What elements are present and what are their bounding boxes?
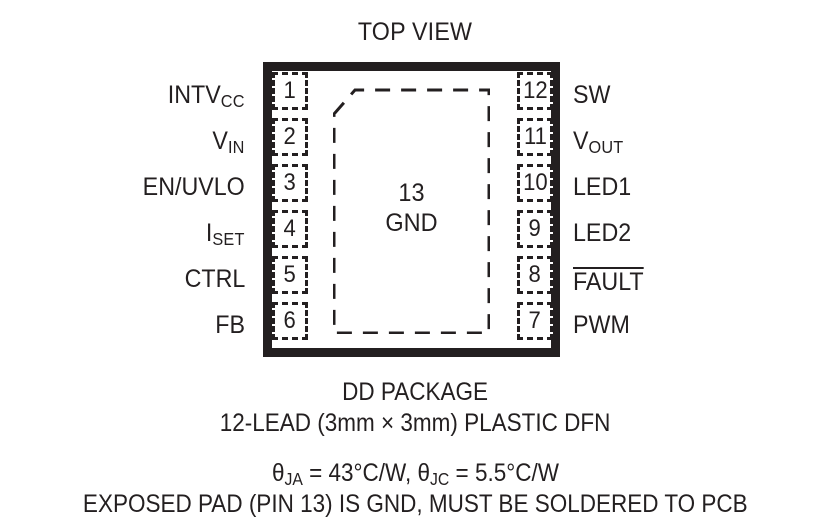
pin-number-5: 5 [283,261,297,288]
pin-label-11-text: V [573,127,589,155]
pin-label-8-text: FAULT [573,267,644,296]
pin-label-9-text: LED2 [573,219,632,247]
pin-label-8: FAULT [573,267,649,295]
pin-label-2: VIN [210,127,245,157]
exposed-pad-label: 13 GND [338,178,486,238]
pin-label-11: VOUT [573,127,627,157]
pin-number-7: 7 [528,307,542,334]
pin-label-1: INTVCC [162,81,245,111]
pin-label-7-text: PWM [573,311,630,339]
pin-label-10-text: LED1 [573,173,632,201]
pin-label-2-text: V [212,127,229,155]
pin-number-12: 12 [522,77,548,104]
theta-ja-value: = 43°C/W, [308,459,411,487]
pin-number-10: 10 [522,169,548,196]
pin-pad-6[interactable]: 6 [272,302,308,340]
pin-label-9: LED2 [573,221,636,246]
pin-label-4: ISET [203,219,245,249]
pin-label-6: FB [213,313,245,338]
pin-label-3-text: EN/UVLO [142,173,245,201]
pin-pad-11[interactable]: 11 [517,118,553,156]
theta-jc-subscript: JC [429,468,449,489]
pin-number-2: 2 [283,123,297,150]
caption-package-name: DD PACKAGE [342,378,488,406]
pin-number-8: 8 [528,261,542,288]
pin-label-5-text: CTRL [184,265,245,293]
pin-number-6: 6 [283,307,297,334]
exposed-pad-name: GND [385,209,438,237]
exposed-pad-outline [333,88,490,334]
pin-number-1: 1 [283,77,297,104]
pin-number-4: 4 [283,215,297,242]
pin-label-4-text: I [206,219,213,247]
pin-pad-4[interactable]: 4 [272,210,308,248]
caption-thermal-resistance: θJA = 43°C/W, θJC = 5.5°C/W [0,459,830,489]
page-title: TOP VIEW [357,18,473,46]
pin-label-12-text: SW [573,81,611,109]
pin-pad-8[interactable]: 8 [517,256,553,294]
pin-pad-10[interactable]: 10 [517,164,553,202]
pin-label-7: PWM [573,313,634,338]
theta-ja-subscript: JA [283,468,303,489]
pin-number-11: 11 [523,123,547,150]
pin-pad-2[interactable]: 2 [272,118,308,156]
caption-lead-spec: 12-LEAD (3mm × 3mm) PLASTIC DFN [219,409,611,437]
pin-label-1-sub: CC [221,90,245,111]
pin-label-4-sub: SET [212,228,245,249]
pin-pad-3[interactable]: 3 [272,164,308,202]
exposed-pad-pin-number: 13 [398,179,425,207]
caption-exposed-pad-note: EXPOSED PAD (PIN 13) IS GND, MUST BE SOL… [82,490,748,518]
pin-label-1-text: INTV [168,81,222,109]
pin-pad-9[interactable]: 9 [517,210,553,248]
theta-symbol-jc: θ [417,459,430,487]
pin-pad-7[interactable]: 7 [517,302,553,340]
pin-pad-12[interactable]: 12 [517,72,553,110]
pin-label-10: LED1 [573,175,636,200]
pin-label-12: SW [573,83,613,108]
pin-number-9: 9 [528,215,542,242]
pin-pad-1[interactable]: 1 [272,72,308,110]
pin-number-3: 3 [283,169,297,196]
pin-label-2-sub: IN [228,136,245,157]
pin-label-6-text: FB [215,311,245,339]
theta-jc-value: = 5.5°C/W [455,459,559,487]
pin-pad-5[interactable]: 5 [272,256,308,294]
package-body-outline [263,62,560,357]
theta-symbol-ja: θ [271,459,284,487]
pin-label-11-sub: OUT [588,136,624,157]
pin-label-3: EN/UVLO [135,175,245,200]
pin-label-5: CTRL [180,267,245,292]
